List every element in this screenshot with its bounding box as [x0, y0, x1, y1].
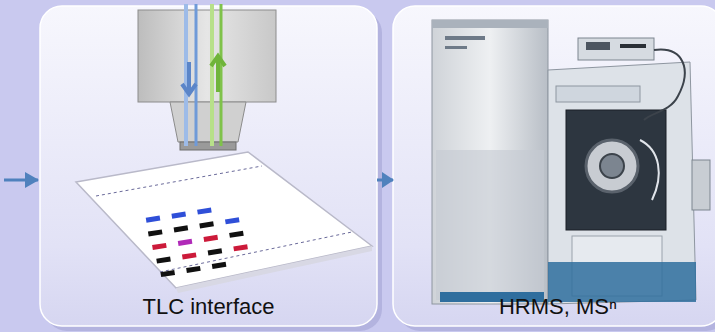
- box-label: HRMS, MSⁿ: [499, 294, 617, 320]
- rounded-box: [393, 6, 715, 326]
- interface-head: [138, 4, 276, 150]
- rounded-box: TLC interface: [40, 6, 377, 326]
- tlc-plate: [76, 152, 372, 293]
- flow-arrow: [377, 179, 393, 182]
- input-arrow: [4, 179, 38, 182]
- mass-spectrometer: [432, 20, 710, 304]
- box-label: TLC interface: [142, 294, 274, 320]
- rounded-box: HRMS, MSⁿ: [393, 6, 715, 326]
- rounded-box: [40, 6, 377, 326]
